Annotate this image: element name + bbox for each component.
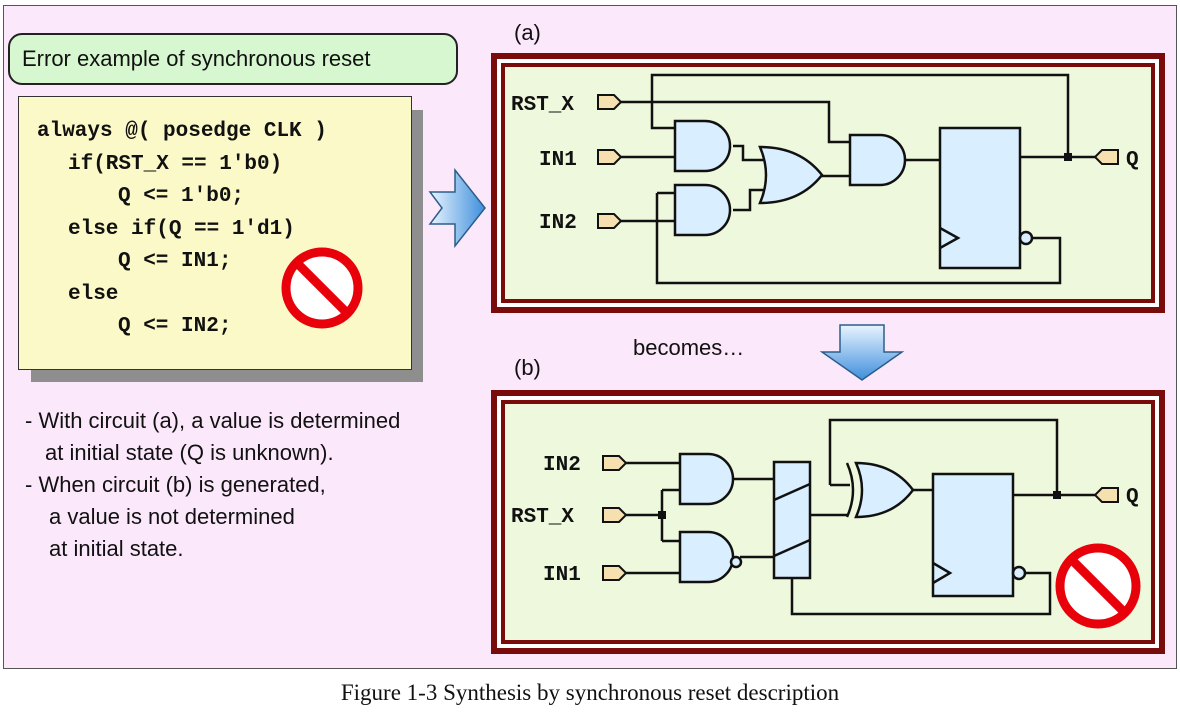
code-line: Q <= IN2; (118, 315, 232, 338)
pin-in1: IN1 (539, 149, 577, 172)
circuit-a: RST_X IN1 IN2 Q (491, 53, 1165, 313)
code-line: Q <= IN1; (118, 250, 232, 273)
pin-q: Q (1126, 486, 1139, 509)
pin-in2: IN2 (543, 454, 581, 477)
circuit-b-label: (b) (514, 355, 541, 380)
note-line: - With circuit (a), a value is determine… (25, 408, 401, 433)
pin-in1: IN1 (543, 564, 581, 587)
note-line: at initial state (Q is unknown). (45, 440, 334, 465)
pin-q: Q (1126, 149, 1139, 172)
figure-caption: Figure 1-3 Synthesis by synchronous rese… (340, 680, 840, 705)
pin-rst-x: RST_X (511, 94, 574, 117)
prohibited-icon (281, 247, 363, 329)
note-line: a value is not determined (49, 504, 295, 529)
circuit-b: IN2 RST_X IN1 Q (491, 390, 1165, 654)
code-line: else if(Q == 1'd1) (68, 218, 295, 241)
title-box: Error example of synchronous reset (8, 33, 458, 85)
code-line: Q <= 1'b0; (118, 185, 245, 208)
arrow-down-icon (819, 324, 905, 381)
code-line: if(RST_X == 1'b0) (68, 153, 283, 176)
note-line: at initial state. (49, 536, 184, 561)
pin-in2: IN2 (539, 212, 577, 235)
code-line: else (68, 283, 119, 306)
pin-rst-x: RST_X (511, 506, 574, 529)
arrow-right-icon (428, 167, 486, 249)
circuit-a-label: (a) (514, 20, 541, 45)
code-line: always @( posedge CLK ) (37, 120, 327, 143)
note-line: - When circuit (b) is generated, (25, 472, 326, 497)
prohibited-icon (1055, 543, 1141, 629)
notes: - With circuit (a), a value is determine… (25, 405, 400, 565)
becomes-label: becomes… (633, 335, 745, 360)
code-box (18, 96, 412, 370)
